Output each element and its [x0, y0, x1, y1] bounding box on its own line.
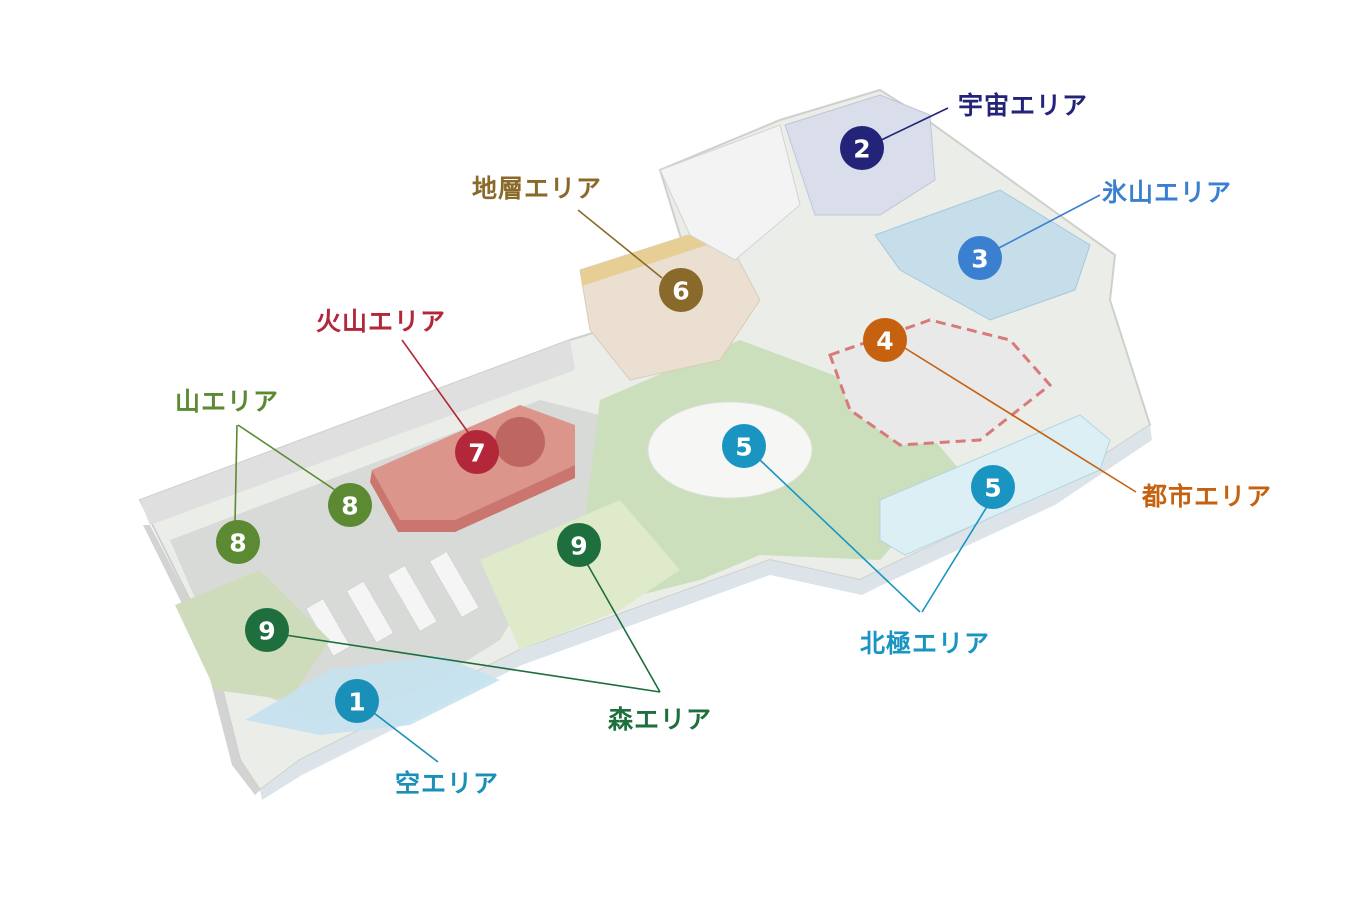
- marker-number: 7: [468, 439, 485, 468]
- marker-9b[interactable]: 9: [245, 608, 289, 652]
- marker-8a[interactable]: 8: [216, 520, 260, 564]
- marker-number: 1: [348, 688, 365, 717]
- leader-lines: [234, 107, 1137, 763]
- upper-rooms: [659, 124, 801, 261]
- label-hyozan[interactable]: 氷山エリア: [1102, 178, 1232, 207]
- back-wall: [140, 340, 575, 525]
- marker-number: 9: [570, 532, 587, 561]
- marker-number: 6: [672, 277, 689, 306]
- area-labels: 空エリア 宇宙エリア 氷山エリア 都市エリア 北極エリア 地層エリア 火山エリア…: [175, 91, 1272, 798]
- marker-4[interactable]: 4: [863, 318, 907, 362]
- leader-hokkyoku-2: [921, 504, 989, 613]
- marker-1[interactable]: 1: [335, 679, 379, 723]
- leader-toshi: [899, 344, 1137, 493]
- marker-9a[interactable]: 9: [557, 523, 601, 567]
- marker-3[interactable]: 3: [958, 236, 1002, 280]
- label-sora[interactable]: 空エリア: [395, 769, 499, 798]
- marker-number: 3: [971, 245, 988, 274]
- marker-6[interactable]: 6: [659, 268, 703, 312]
- leader-yama-1: [234, 424, 238, 524]
- volcano-dome: [495, 417, 545, 467]
- marker-number: 9: [258, 617, 275, 646]
- strata-wall: [580, 225, 722, 286]
- marker-number: 5: [984, 474, 1001, 503]
- marker-number: 4: [876, 327, 893, 356]
- label-yama[interactable]: 山エリア: [175, 387, 279, 416]
- marker-8b[interactable]: 8: [328, 483, 372, 527]
- volcano-pit-wall: [370, 465, 575, 532]
- label-uchu[interactable]: 宇宙エリア: [958, 91, 1088, 120]
- marker-7[interactable]: 7: [455, 430, 499, 474]
- leader-sora: [369, 709, 439, 763]
- label-kazan[interactable]: 火山エリア: [316, 307, 446, 336]
- marker-2[interactable]: 2: [840, 126, 884, 170]
- marker-5a[interactable]: 5: [722, 424, 766, 468]
- leader-mori-2: [284, 634, 661, 693]
- leader-uchu: [874, 107, 949, 144]
- building-floorplan: [138, 88, 1152, 800]
- markers: 1 2 3 4 5 5 6 7: [216, 126, 1015, 723]
- leader-kazan: [401, 339, 471, 436]
- label-chiso[interactable]: 地層エリア: [472, 174, 602, 203]
- leader-hokkyoku-1: [759, 459, 921, 613]
- marker-number: 8: [341, 492, 358, 521]
- marker-number: 5: [735, 433, 752, 462]
- label-toshi[interactable]: 都市エリア: [1141, 482, 1272, 511]
- leader-chiso: [577, 209, 663, 279]
- corridor-stripes: [305, 550, 480, 657]
- left-wall: [143, 525, 260, 795]
- marker-5b[interactable]: 5: [971, 465, 1015, 509]
- marker-number: 2: [853, 135, 870, 164]
- leader-hyozan: [994, 194, 1101, 251]
- label-hokkyoku[interactable]: 北極エリア: [860, 629, 990, 658]
- marker-number: 8: [229, 529, 246, 558]
- leader-mori-1: [584, 559, 661, 693]
- label-mori[interactable]: 森エリア: [608, 705, 712, 734]
- leader-yama-2: [237, 424, 336, 491]
- forest-floor-left: [480, 500, 680, 650]
